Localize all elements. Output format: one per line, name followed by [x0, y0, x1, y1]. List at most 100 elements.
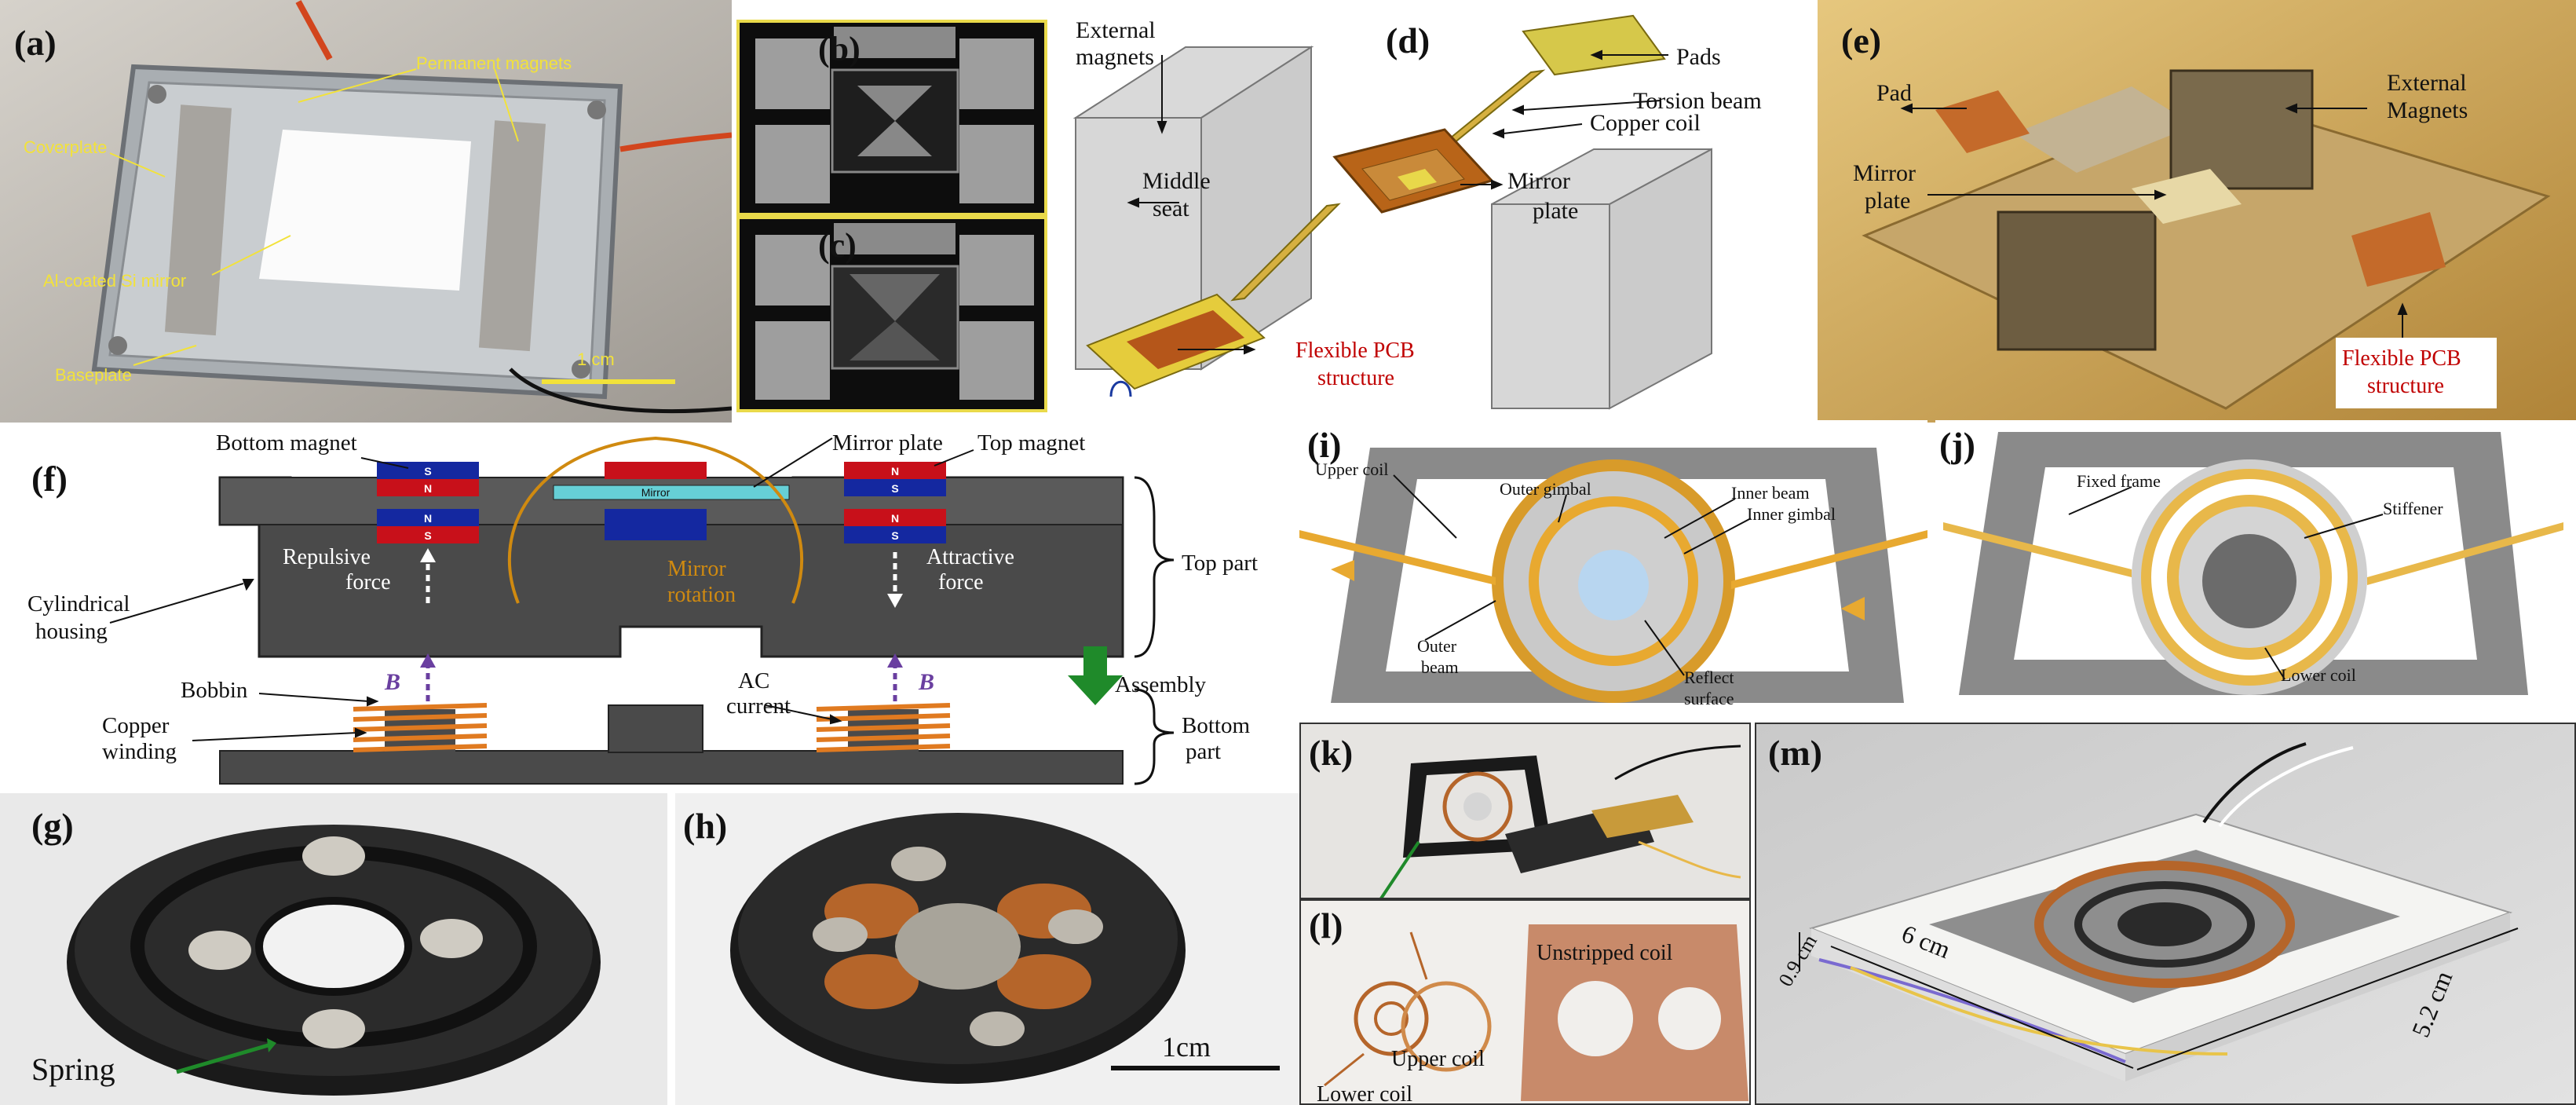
label-assembly: Assembly: [1115, 672, 1207, 697]
pole-label: S: [891, 529, 898, 542]
label-outer-beam-1: Outer: [1417, 636, 1457, 656]
panel-f-diagram: S N N S N S N S Mirror Bottom magnet Mir…: [27, 430, 1258, 785]
center-magnet: [605, 462, 707, 540]
pad-top: [1522, 14, 1666, 76]
panel-label-i: (i): [1307, 425, 1342, 465]
panel-m: 6 cm 5.2 cm 0.9 cm (m): [1755, 723, 2576, 1105]
label-mirror-plate: Mirror plate: [832, 430, 943, 456]
panel-d-diagram: External magnets Pads Torsion beam Coppe…: [1072, 14, 1762, 410]
label-mirror: Al-coated Si mirror: [43, 271, 186, 291]
label-copper-1: Copper: [102, 713, 170, 738]
label-flex-pcb-1: Flexible PCB: [2342, 346, 2461, 371]
panel-g-photo: Spring: [31, 825, 601, 1096]
pole-label: N: [891, 512, 899, 525]
pole-label: S: [424, 529, 431, 542]
chip-photo-c: [755, 223, 1034, 400]
label-permanent-magnets: Permanent magnets: [416, 53, 572, 73]
panel-g: Spring (g): [0, 793, 667, 1105]
panel-j-diagram: Fixed frame Stiffener Lower coil: [1943, 432, 2563, 695]
chip-photo-b: [755, 27, 1034, 203]
label-bobbin: Bobbin: [181, 678, 248, 703]
label-baseplate: Baseplate: [55, 365, 132, 385]
label-outer-gimbal: Outer gimbal: [1500, 479, 1591, 499]
panel-label-k: (k): [1309, 733, 1354, 773]
label-mirror-rotation-2: rotation: [667, 583, 736, 607]
label-attractive-1: Attractive: [926, 545, 1014, 569]
label-reflect-2: surface: [1684, 689, 1734, 708]
leader-line: [494, 68, 519, 142]
leader-line: [298, 68, 417, 103]
panel-j: Fixed frame Stiffener Lower coil (j): [1935, 420, 2576, 719]
scale-label: 1cm: [1162, 1031, 1211, 1063]
permanent-magnet-left: [164, 104, 232, 336]
label-mirror-1: Mirror: [1853, 160, 1916, 186]
mirror-text: Mirror: [641, 486, 670, 499]
leader-line: [109, 152, 166, 177]
label-middle-seat-2: seat: [1153, 196, 1189, 221]
panel-a-photo: Permanent magnets Coverplate Al-coated S…: [0, 0, 732, 423]
copper-winding-right: [816, 703, 951, 752]
label-flex-pcb-1: Flexible PCB: [1295, 338, 1415, 363]
panel-d: External magnets Pads Torsion beam Coppe…: [1068, 0, 1821, 423]
panel-i-diagram: Upper coil Outer gimbal Inner beam Inner…: [1299, 448, 1927, 708]
label-repulsive-1: Repulsive: [283, 545, 371, 569]
label-stiffener: Stiffener: [2383, 499, 2443, 518]
label-copper-2: winding: [102, 739, 177, 764]
mirror-plate: [2132, 169, 2242, 224]
panel-k: (k): [1299, 723, 1751, 899]
label-external-2: Magnets: [2387, 97, 2468, 123]
b-vector-right: B: [918, 669, 934, 695]
pole-label: S: [891, 482, 898, 495]
label-inner-gimbal: Inner gimbal: [1747, 504, 1836, 524]
label-repulsive-2: force: [345, 570, 391, 595]
leader-line: [133, 345, 197, 366]
label-mirror-plate-2: plate: [1533, 198, 1578, 224]
label-external-1: External: [1076, 17, 1156, 43]
label-bottom-1: Bottom: [1182, 713, 1250, 738]
panel-k-photo: [1301, 724, 1749, 898]
mirror: [259, 130, 471, 291]
external-magnet-2: [1997, 210, 2157, 351]
copper-winding-left: [353, 703, 488, 752]
label-unstripped: Unstripped coil: [1536, 941, 1673, 965]
screw-icon: [572, 360, 590, 379]
top-magnet: [844, 462, 946, 543]
panel-label-m: (m): [1768, 733, 1822, 773]
screw-icon: [148, 85, 166, 104]
panel-label-g: (g): [31, 806, 74, 846]
reflect-surface: [1578, 550, 1649, 620]
assembly-arrow: [1068, 675, 1123, 705]
label-cylindrical-2: housing: [35, 619, 108, 644]
label-flex-pcb-2: structure: [2367, 374, 2444, 398]
label-mirror-2: plate: [1865, 188, 1910, 214]
label-lower-coil: Lower coil: [1317, 1082, 1412, 1105]
wire: [619, 132, 732, 152]
panel-i: Upper coil Outer gimbal Inner beam Inner…: [1299, 420, 1927, 719]
panel-a: Permanent magnets Coverplate Al-coated S…: [0, 0, 732, 423]
panel-f: S N N S N S N S Mirror Bottom magnet Mir…: [0, 423, 1303, 792]
panel-c: (c): [736, 216, 1047, 412]
panel-label-e: (e): [1841, 20, 1882, 60]
label-coverplate: Coverplate: [24, 137, 107, 157]
label-flex-pcb-2: structure: [1317, 366, 1394, 390]
mirror-disc: [255, 897, 412, 996]
panel-l: Unstripped coil Upper coil Lower coil (l…: [1299, 899, 1751, 1105]
label-top-magnet: Top magnet: [977, 430, 1085, 456]
external-magnet-1: [2169, 69, 2314, 190]
label-middle-seat-1: Middle: [1142, 168, 1211, 194]
label-ac-2: current: [726, 693, 791, 719]
label-bottom-2: part: [1186, 739, 1221, 764]
center-post: [608, 704, 703, 753]
panel-label-l: (l): [1309, 906, 1343, 946]
panel-l-photo: Unstripped coil Upper coil Lower coil: [1301, 901, 1749, 1105]
bottom-base: [219, 750, 1124, 785]
panel-e: Pad External Magnets Mirror plate Flexib…: [1818, 0, 2576, 423]
label-lower-coil: Lower coil: [2281, 665, 2356, 685]
permanent-magnet-right: [478, 120, 546, 352]
panel-h-photo: 1cm: [730, 813, 1280, 1084]
pole-label: N: [891, 465, 899, 477]
label-pad: Pad: [1876, 80, 1912, 106]
label-top-part: Top part: [1182, 551, 1258, 576]
label-cylindrical-1: Cylindrical: [27, 591, 130, 617]
label-upper-coil: Upper coil: [1315, 459, 1388, 479]
